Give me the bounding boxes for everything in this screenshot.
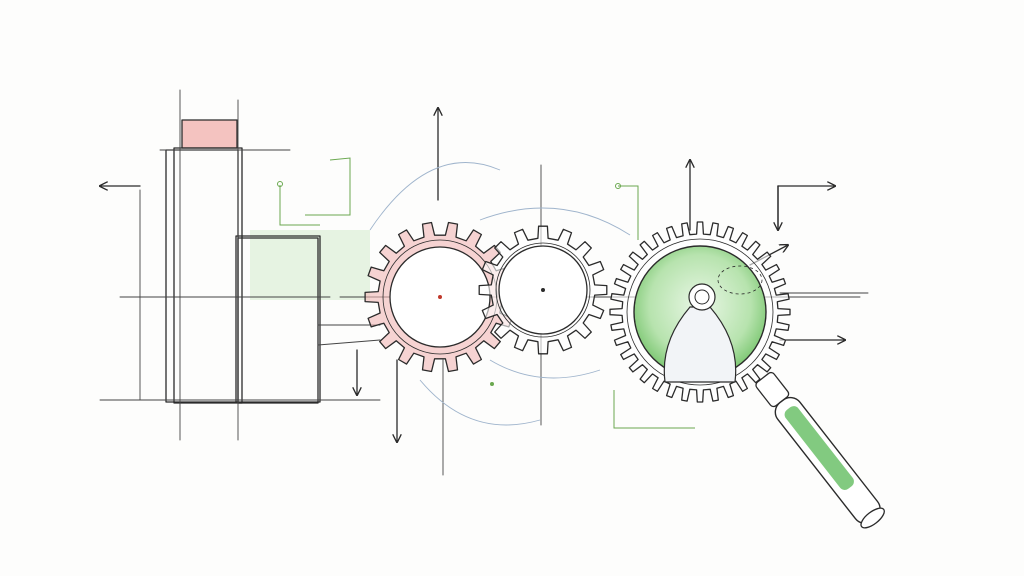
building-blocks-icon: [100, 89, 381, 441]
pink-gear-icon: [364, 221, 516, 373]
gray-gear-icon: [478, 225, 608, 355]
magnifying-glass-icon: [755, 371, 885, 529]
magnifier-gear-icon: [609, 221, 791, 403]
